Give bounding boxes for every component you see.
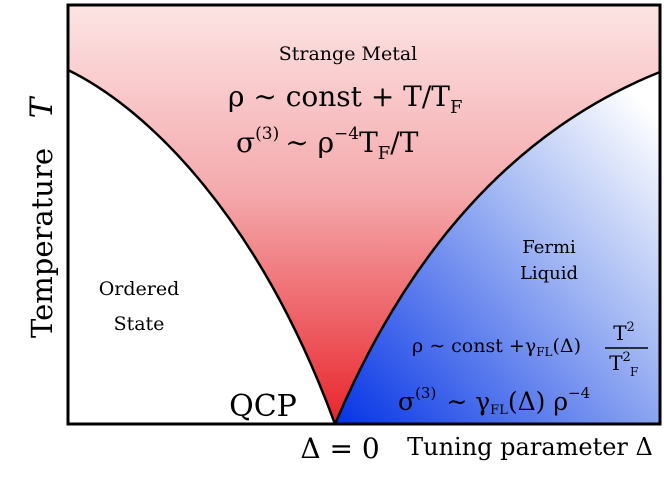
svg-text:T2: T2 — [609, 350, 631, 375]
fermi-liquid-conductivity-eq: σ(3)∼ γFL(Δ) ρ−4 — [398, 384, 590, 418]
plot-frame — [66, 3, 662, 426]
fermi-liquid-resistivity-eq: ρ ∼ const +γFL(Δ) — [412, 335, 581, 359]
qcp-label: QCP — [229, 389, 297, 424]
ordered-state-line2: State — [114, 313, 165, 335]
fermi-liquid-region — [335, 72, 660, 424]
ordered-state-line1: Ordered — [99, 278, 180, 300]
strange-metal-resistivity-eq: ρ ∼ const + T/TF — [228, 80, 462, 118]
strange-metal-conductivity-eq: σ(3)∼ ρ−4TF/T — [236, 124, 419, 164]
fermi-liquid-line1: Fermi — [522, 237, 576, 258]
strange-metal-region — [68, 5, 660, 424]
fermi-liquid-fraction: T2 T2 F — [605, 320, 648, 379]
x-axis-label: Tuning parameter Δ — [407, 433, 653, 461]
origin-label: Δ = 0 — [300, 432, 379, 465]
y-axis-label-word: Temperature — [25, 148, 59, 338]
ordered-phase-boundary — [67, 68, 337, 425]
y-axis-label-symbol: T — [24, 95, 60, 118]
svg-text:T2: T2 — [613, 320, 635, 345]
svg-text:F: F — [630, 365, 638, 379]
fermi-liquid-line2: Liquid — [520, 263, 578, 284]
fermi-liquid-crossover — [333, 70, 661, 425]
strange-metal-title: Strange Metal — [279, 43, 417, 65]
